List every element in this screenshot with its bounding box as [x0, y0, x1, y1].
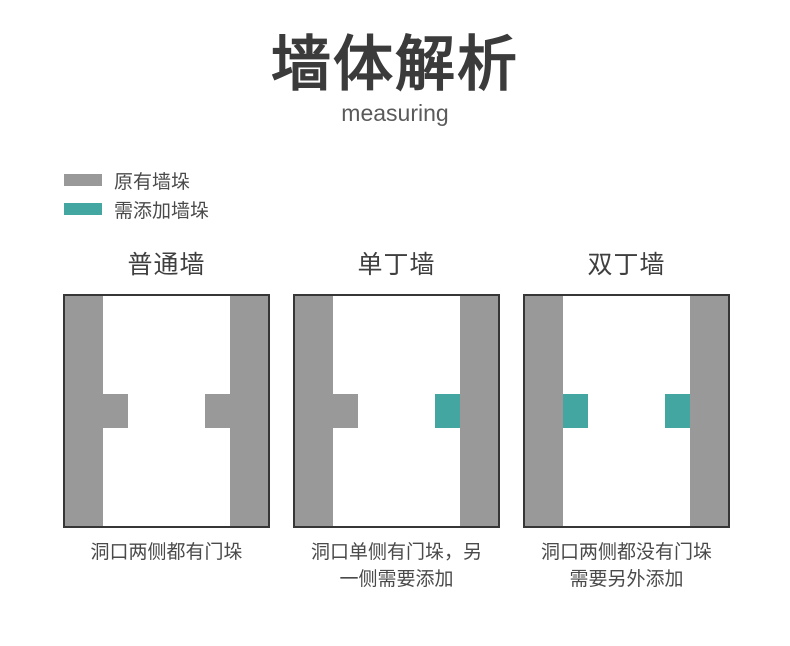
- diagram-column-double-t-wall: 双丁墙 洞口两侧都没有门垛 需要另外添加: [523, 249, 730, 593]
- diagram-caption: 洞口单侧有门垛，另 一侧需要添加: [310, 542, 482, 590]
- right-wall: [230, 296, 268, 526]
- legend-swatch-added: [64, 203, 102, 215]
- diagram-columns: 普通墙 洞口两侧都有门垛 单丁墙 洞口单侧有门垛，另 一侧需要添加 双丁墙: [0, 249, 790, 593]
- left-pier-added: [563, 394, 588, 428]
- legend-label-existing: 原有墙垛: [114, 171, 191, 193]
- right-pier: [205, 394, 230, 428]
- wall-diagram-single-t: [293, 294, 500, 528]
- legend-item-existing: 原有墙垛: [64, 170, 790, 193]
- diagram-caption: 洞口两侧都没有门垛 需要另外添加: [540, 542, 712, 590]
- diagram-caption: 洞口两侧都有门垛: [90, 542, 243, 563]
- left-wall: [295, 296, 333, 526]
- left-pier: [103, 394, 128, 428]
- right-pier-added: [435, 394, 460, 428]
- legend-label-added: 需添加墙垛: [114, 200, 210, 222]
- left-wall: [525, 296, 563, 526]
- legend-swatch-existing: [64, 174, 102, 186]
- wall-diagram-double-t: [523, 294, 730, 528]
- left-pier: [333, 394, 358, 428]
- right-wall: [690, 296, 728, 526]
- legend-item-added: 需添加墙垛: [64, 199, 790, 222]
- left-wall: [65, 296, 103, 526]
- diagram-title: 单丁墙: [357, 251, 436, 279]
- diagram-column-normal-wall: 普通墙 洞口两侧都有门垛: [63, 249, 270, 593]
- right-wall: [460, 296, 498, 526]
- diagram-title: 普通墙: [127, 251, 206, 279]
- page-title: 墙体解析: [271, 31, 519, 98]
- right-pier-added: [665, 394, 690, 428]
- diagram-column-single-t-wall: 单丁墙 洞口单侧有门垛，另 一侧需要添加: [293, 249, 500, 593]
- legend: 原有墙垛 需添加墙垛: [64, 170, 790, 222]
- page-subtitle: measuring: [341, 100, 449, 126]
- diagram-title: 双丁墙: [587, 251, 666, 279]
- wall-diagram-normal: [63, 294, 270, 528]
